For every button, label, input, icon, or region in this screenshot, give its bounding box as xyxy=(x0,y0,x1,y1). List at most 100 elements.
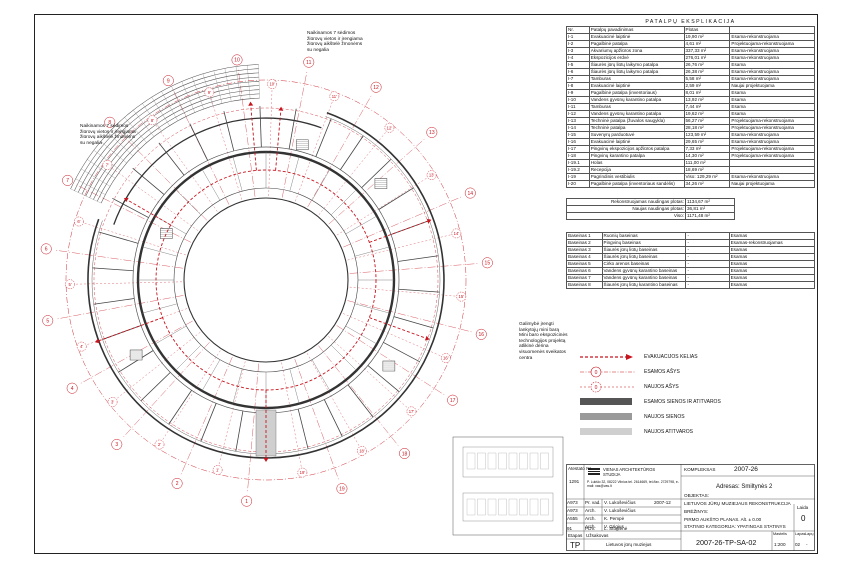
axis-bubble-primed xyxy=(267,79,278,89)
evac-route xyxy=(127,199,171,226)
axis-label-primed: 1' xyxy=(216,468,219,473)
svg-text:0: 0 xyxy=(595,385,598,391)
key-plan-cell xyxy=(487,452,497,470)
bleacher-divider xyxy=(124,116,147,143)
person-cell: PDV. xyxy=(585,526,596,531)
axis-label-primed: 4' xyxy=(80,344,83,349)
bleacher-row xyxy=(70,64,259,190)
partition-wall xyxy=(367,365,400,393)
key-plan-cell xyxy=(508,498,518,516)
axis-label: 1 xyxy=(245,499,248,505)
person-cell: Arch. xyxy=(585,524,596,529)
key-plan-cell xyxy=(529,498,539,516)
axis-label-primed: 19' xyxy=(300,470,306,475)
bleacher-divider xyxy=(191,76,204,110)
legend-item-existing-axes: 0 ESAMOS AŠYS xyxy=(578,366,808,378)
axis-bubble-primed xyxy=(456,291,467,302)
axis-bubble-primed xyxy=(297,467,308,478)
axis-bubble xyxy=(426,126,438,138)
axis-bubble xyxy=(241,495,253,507)
svg-text:0: 0 xyxy=(595,370,598,376)
person-cell: Arch. xyxy=(585,508,596,513)
new-axis-icon: 0 xyxy=(580,381,636,393)
bleacher-divider xyxy=(181,81,196,113)
partition-wall xyxy=(340,135,364,170)
key-plan-cell xyxy=(529,452,539,470)
axis-label: 8 xyxy=(108,120,111,126)
inner-partition xyxy=(289,368,300,404)
note-left-seating: Naikinamos 7 sėdimos žiūrovų vietos ir į… xyxy=(80,124,136,146)
axis-bubble-primed xyxy=(426,170,437,180)
new-wall-swatch xyxy=(580,413,632,420)
key-plan-cell xyxy=(540,498,549,516)
inner-partition xyxy=(330,189,357,216)
key-plan-cell xyxy=(540,452,549,470)
partition-wall xyxy=(383,342,420,363)
axis-bubble-primed xyxy=(74,216,84,227)
bleacher-row xyxy=(77,72,259,193)
schedule-title: PATALPŲ EKSPLIKACIJA xyxy=(645,19,736,25)
person-cell: A973 xyxy=(567,500,578,505)
axis-bubble xyxy=(231,54,243,66)
axis-label-primed: 16' xyxy=(443,356,449,361)
stair-block xyxy=(129,349,143,361)
axis-bubble xyxy=(399,448,410,459)
axis-label: 4 xyxy=(71,386,74,392)
evacuation-arrow-icon xyxy=(580,354,633,360)
person-cell: V. Grigius xyxy=(604,524,624,529)
room-schedule: PATALPŲ EKSPLIKACIJA Nr.Patalpų pavadini… xyxy=(566,15,816,289)
axis-bubble xyxy=(40,243,52,255)
key-plan-cell xyxy=(477,452,486,470)
bleacher-row xyxy=(100,97,260,204)
person-cell: 91 xyxy=(567,526,573,531)
axis-label: 11 xyxy=(306,60,311,66)
bleacher-divider xyxy=(235,66,241,100)
partition-wall xyxy=(118,350,154,373)
partition-wall xyxy=(235,410,244,452)
stair-block xyxy=(295,139,309,151)
key-plan-block xyxy=(462,446,554,478)
axis-bubble-primed xyxy=(451,228,462,239)
axis-label: 17 xyxy=(450,398,456,404)
bleacher-divider xyxy=(247,64,251,99)
axis-bubble xyxy=(464,187,476,199)
partition-wall xyxy=(92,267,134,272)
partition-wall xyxy=(112,197,149,218)
axis-bubble xyxy=(171,477,183,489)
inner-partition xyxy=(354,303,390,314)
axis-label: 14 xyxy=(467,191,473,197)
evac-arrowhead xyxy=(278,106,284,111)
person-cell: A973 xyxy=(567,508,578,513)
key-plan-cell xyxy=(519,452,528,470)
axis-label-primed: 10' xyxy=(269,82,275,87)
bleacher-row xyxy=(89,85,260,198)
axis-label-primed: 8' xyxy=(151,118,154,123)
evac-route xyxy=(98,317,163,342)
legend-item-existing-walls: ESAMOS SIENOS IR ATITVAROS xyxy=(578,397,808,407)
person-cell: A555 xyxy=(567,516,578,521)
axis-bubble xyxy=(475,328,487,340)
axis-bubble xyxy=(447,394,459,406)
key-plan-cell xyxy=(466,452,476,470)
axis-label: 13 xyxy=(429,130,435,136)
legend-item-new-axes: 0 NAUJOS AŠYS xyxy=(578,381,808,393)
